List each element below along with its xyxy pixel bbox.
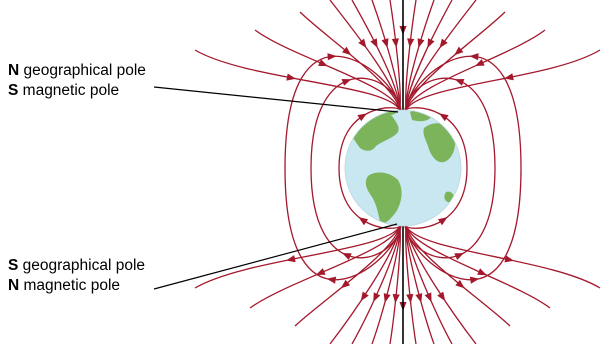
field-loop-right-2-south: [404, 167, 468, 229]
field-direction-arrow: [370, 38, 378, 48]
field-line-bottom-1: [249, 225, 401, 309]
field-line-top-11: [405, 11, 506, 111]
field-line-bottom-9: [405, 225, 453, 344]
field-loop-left-1-south: [310, 167, 402, 259]
field-direction-arrow: [504, 73, 514, 81]
field-line-top-1: [254, 29, 401, 111]
field-loop-left-1-north: [310, 77, 402, 169]
field-direction-arrow: [469, 53, 479, 61]
field-direction-arrow: [391, 38, 399, 48]
field-direction-arrow: [417, 38, 425, 48]
pole-letter: S: [8, 257, 19, 274]
field-direction-arrow: [327, 53, 337, 61]
field-direction-arrow: [315, 268, 326, 275]
field-loop-right-1-north: [404, 77, 496, 169]
pole-text: geographical pole: [22, 257, 146, 274]
field-direction-arrow: [437, 291, 446, 302]
field-loop-right-2-north: [404, 107, 468, 169]
field-line-bottom-2: [294, 225, 401, 327]
field-direction-arrow: [439, 113, 449, 122]
field-direction-arrow: [454, 46, 464, 56]
field-loop-left-2-north: [338, 107, 402, 169]
field-direction-arrow: [286, 255, 296, 263]
earth-globe-icon: [344, 109, 462, 227]
field-line-top-12: [405, 29, 546, 111]
field-line-bottom-8: [405, 225, 435, 344]
field-line-bottom-0: [194, 225, 401, 289]
field-direction-arrow: [340, 279, 351, 289]
field-line-top-4: [351, 0, 401, 111]
field-line-top-3: [329, 0, 401, 111]
north-geographical-line: N geographical pole: [8, 61, 146, 81]
field-line-top-0: [194, 49, 401, 111]
north-leader-line: [153, 86, 399, 113]
field-direction-arrow: [407, 38, 415, 48]
south-pole-label: S geographical pole N magnetic pole: [8, 256, 145, 296]
field-line-top-13: [405, 49, 601, 111]
field-line-top-5: [371, 0, 401, 111]
north-magnetic-line: N magnetic pole: [8, 276, 145, 296]
field-line-top-10: [405, 0, 477, 111]
field-line-bottom-11: [405, 225, 511, 327]
field-direction-arrow: [358, 217, 369, 226]
field-line-top-9: [405, 0, 453, 111]
field-direction-arrow: [454, 252, 464, 260]
pole-text: magnetic pole: [23, 277, 121, 294]
field-direction-arrow: [286, 73, 296, 81]
field-line-top-7: [405, 0, 417, 111]
south-magnetic-line: S magnetic pole: [8, 81, 146, 101]
field-direction-arrow: [318, 59, 328, 67]
field-direction-arrow: [437, 217, 448, 226]
field-line-bottom-3: [329, 225, 401, 344]
field-direction-arrow: [357, 113, 367, 122]
field-direction-arrow: [477, 268, 487, 276]
field-direction-arrow: [474, 59, 485, 67]
field-direction-arrow: [504, 255, 515, 263]
field-direction-arrow: [326, 276, 337, 284]
field-direction-arrow: [415, 293, 423, 303]
field-direction-arrow: [439, 38, 448, 49]
field-loop-left-2-south: [338, 167, 402, 229]
field-direction-arrow: [381, 38, 389, 48]
south-leader-line: [153, 223, 398, 290]
field-line-top-6: [389, 0, 401, 111]
field-line-bottom-13: [405, 225, 601, 289]
field-line-bottom-4: [351, 225, 401, 344]
field-lines: [194, 0, 601, 344]
field-line-bottom-7: [405, 225, 417, 344]
field-line-bottom-6: [389, 225, 401, 344]
south-geographical-line: S geographical pole: [8, 256, 145, 276]
field-direction-arrow: [342, 46, 352, 56]
north-pole-label: N geographical pole S magnetic pole: [8, 61, 146, 101]
field-direction-arrow: [424, 292, 432, 303]
pole-letter: S: [8, 82, 19, 99]
field-direction-arrow: [358, 38, 367, 49]
field-direction-arrow: [360, 291, 369, 302]
pole-text: magnetic pole: [22, 82, 120, 99]
field-line-bottom-10: [405, 225, 477, 344]
pole-letter: N: [8, 277, 20, 294]
field-direction-arrow: [455, 279, 465, 289]
field-direction-arrow: [469, 276, 480, 284]
field-direction-arrow: [383, 293, 391, 303]
field-direction-arrow: [406, 293, 414, 304]
field-line-top-8: [405, 0, 435, 111]
field-direction-arrow: [342, 252, 352, 260]
field-line-bottom-5: [371, 225, 401, 344]
field-direction-arrow: [341, 78, 352, 86]
pole-text: geographical pole: [23, 62, 146, 79]
field-direction-arrow: [392, 293, 400, 304]
field-direction-arrow: [454, 78, 465, 86]
field-line-bottom-12: [405, 225, 551, 309]
field-direction-arrow: [427, 38, 435, 48]
pole-letter: N: [8, 62, 20, 79]
field-direction-arrow: [373, 292, 381, 303]
field-loop-right-1-south: [404, 167, 496, 259]
field-line-top-2: [299, 11, 401, 111]
